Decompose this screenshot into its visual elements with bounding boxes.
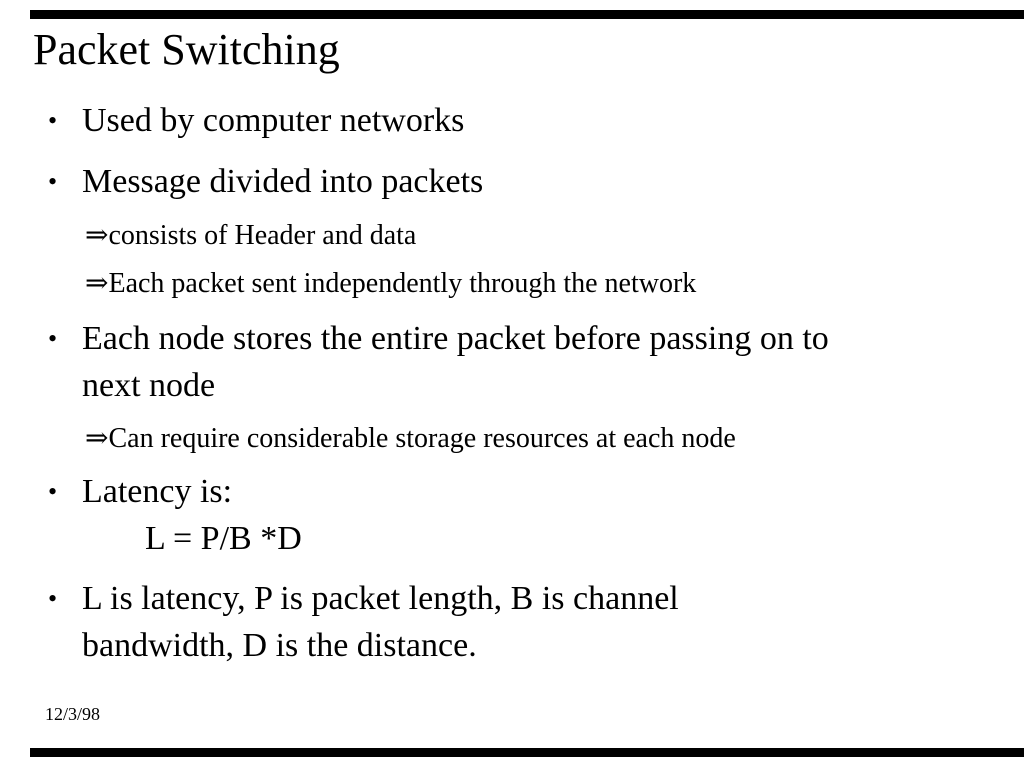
- bullet-item: • Used by computer networks: [48, 97, 984, 144]
- item-text: Used by computer networks: [82, 102, 465, 139]
- bullet-dot-icon: •: [48, 584, 58, 613]
- item-text: L is latency, P is packet length, B is c…: [82, 580, 679, 664]
- item-text: consists of Header and data: [108, 220, 417, 251]
- sub-bullet-item: ⇒Each packet sent independently through …: [85, 260, 984, 308]
- arrow-icon: ⇒: [85, 423, 109, 454]
- formula-line: L = P/B *D: [145, 515, 984, 562]
- formula-text: L = P/B *D: [145, 520, 302, 557]
- bullet-dot-icon: •: [48, 106, 58, 135]
- bottom-border-bar: [30, 748, 1024, 757]
- item-text: Can require considerable storage resourc…: [108, 423, 736, 454]
- bullet-item: • L is latency, P is packet length, B is …: [48, 575, 984, 669]
- arrow-icon: ⇒: [85, 220, 109, 251]
- slide-date: 12/3/98: [45, 704, 101, 724]
- bullet-item: • Each node stores the entire packet befo…: [48, 315, 984, 409]
- slide-body: • Used by computer networks • Message divid…: [48, 97, 984, 669]
- bullet-dot-icon: •: [48, 324, 58, 353]
- bullet-item: • Message divided into packets: [48, 158, 984, 205]
- bullet-dot-icon: •: [48, 167, 58, 196]
- item-text: Message divided into packets: [82, 163, 484, 200]
- bullet-item: • Latency is:: [48, 468, 984, 515]
- sub-bullet-item: ⇒consists of Header and data: [85, 212, 984, 260]
- item-text: Each packet sent independently through t…: [108, 268, 697, 299]
- item-text: Each node stores the entire packet befor…: [82, 320, 829, 404]
- sub-bullet-item: ⇒Can require considerable storage resour…: [85, 415, 984, 463]
- bullet-dot-icon: •: [48, 477, 58, 506]
- top-border-bar: [30, 10, 1024, 19]
- item-text: Latency is:: [82, 473, 233, 510]
- slide-title: Packet Switching: [33, 25, 340, 74]
- arrow-icon: ⇒: [85, 268, 109, 299]
